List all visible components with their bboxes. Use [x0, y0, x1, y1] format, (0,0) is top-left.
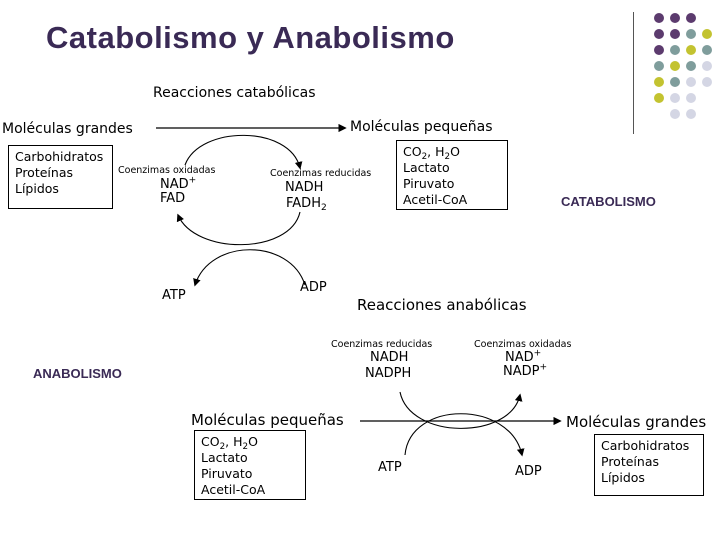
list-item: Lactato — [201, 450, 248, 465]
dot — [654, 45, 664, 55]
dot — [686, 45, 696, 55]
catabolism-section-label: CATABOLISMO — [561, 194, 656, 209]
catabolism-target-box: CO2, H2O Lactato Piruvato Acetil-CoA — [396, 140, 508, 210]
catabolism-oxidized-label: Coenzimas oxidadas — [118, 165, 216, 176]
anabolism-oxidized-nadp: NADP+ — [503, 362, 548, 379]
anabolism-oxidized-label: Coenzimas oxidadas — [474, 339, 572, 350]
catabolism-atp: ATP — [162, 288, 186, 303]
dot — [702, 29, 712, 39]
dot — [670, 45, 680, 55]
list-item: Lípidos — [15, 181, 59, 196]
list-item: Lípidos — [601, 470, 645, 485]
anabolic-reactions-title: Reacciones anabólicas — [357, 296, 527, 314]
dot — [654, 29, 664, 39]
catabolic-reactions-title: Reacciones catabólicas — [153, 85, 316, 101]
dot — [702, 45, 712, 55]
page-title: Catabolismo y Anabolismo — [46, 20, 455, 55]
formula-line: CO2, H2O — [403, 144, 460, 162]
dot — [670, 77, 680, 87]
dot — [654, 93, 664, 103]
anabolism-atp: ATP — [378, 460, 402, 475]
dot — [670, 29, 680, 39]
catabolism-reduced-label: Coenzimas reducidas — [270, 168, 372, 179]
dot — [686, 109, 696, 119]
dot — [686, 77, 696, 87]
catabolism-oxidized-fad: FAD — [160, 191, 186, 206]
anabolism-section-label: ANABOLISMO — [33, 366, 122, 381]
catabolism-target-label: Moléculas pequeñas — [350, 119, 493, 135]
dot — [686, 29, 696, 39]
list-item: Lactato — [403, 160, 450, 175]
anabolism-target-label: Moléculas grandes — [566, 413, 707, 431]
list-item: Piruvato — [403, 176, 455, 191]
dot — [654, 13, 664, 23]
list-item: Proteínas — [601, 454, 659, 469]
catabolism-reduced-nadh: NADH — [285, 180, 324, 195]
list-item: Acetil-CoA — [403, 192, 468, 207]
catabolism-source-label: Moléculas grandes — [2, 121, 133, 137]
catabolism-atp-arc — [193, 249, 306, 287]
formula-line: CO2, H2O — [201, 434, 258, 452]
dot — [670, 61, 680, 71]
anabolism-reduced-label: Coenzimas reducidas — [331, 339, 433, 350]
divider-line — [633, 12, 634, 134]
anabolism-source-label: Moléculas pequeñas — [191, 411, 344, 429]
dot — [686, 93, 696, 103]
dot — [654, 77, 664, 87]
list-item: Carbohidratos — [601, 438, 690, 453]
dot — [670, 109, 680, 119]
anabolism-atp-arc — [404, 413, 525, 457]
anabolism-coenzyme-arc — [399, 391, 523, 429]
dot — [654, 61, 664, 71]
catabolism-reduced-fadh: FADH2 — [286, 196, 327, 213]
anabolism-reduced-nadh: NADH — [370, 350, 409, 365]
list-item: Carbohidratos — [15, 149, 104, 164]
catabolism-coenzyme-arc-bottom — [176, 211, 301, 246]
catabolism-adp: ADP — [300, 280, 327, 295]
catabolism-oxidized-nad: NAD+ — [160, 175, 197, 192]
anabolism-adp: ADP — [515, 464, 542, 479]
list-item: Proteínas — [15, 165, 73, 180]
anabolism-reduced-nadph: NADPH — [365, 366, 412, 381]
dot — [686, 61, 696, 71]
list-item: Acetil-CoA — [201, 482, 266, 497]
anabolism-oxidized-nad: NAD+ — [505, 348, 542, 365]
anabolism-target-box: Carbohidratos Proteínas Lípidos — [594, 434, 704, 496]
catabolism-source-box: Carbohidratos Proteínas Lípidos — [8, 145, 113, 209]
dot — [702, 61, 712, 71]
anabolism-source-box: CO2, H2O Lactato Piruvato Acetil-CoA — [194, 430, 306, 500]
dot — [670, 93, 680, 103]
dot — [702, 77, 712, 87]
dot — [686, 13, 696, 23]
list-item: Piruvato — [201, 466, 253, 481]
catabolism-coenzyme-arc-top — [184, 134, 303, 170]
dot — [670, 13, 680, 23]
